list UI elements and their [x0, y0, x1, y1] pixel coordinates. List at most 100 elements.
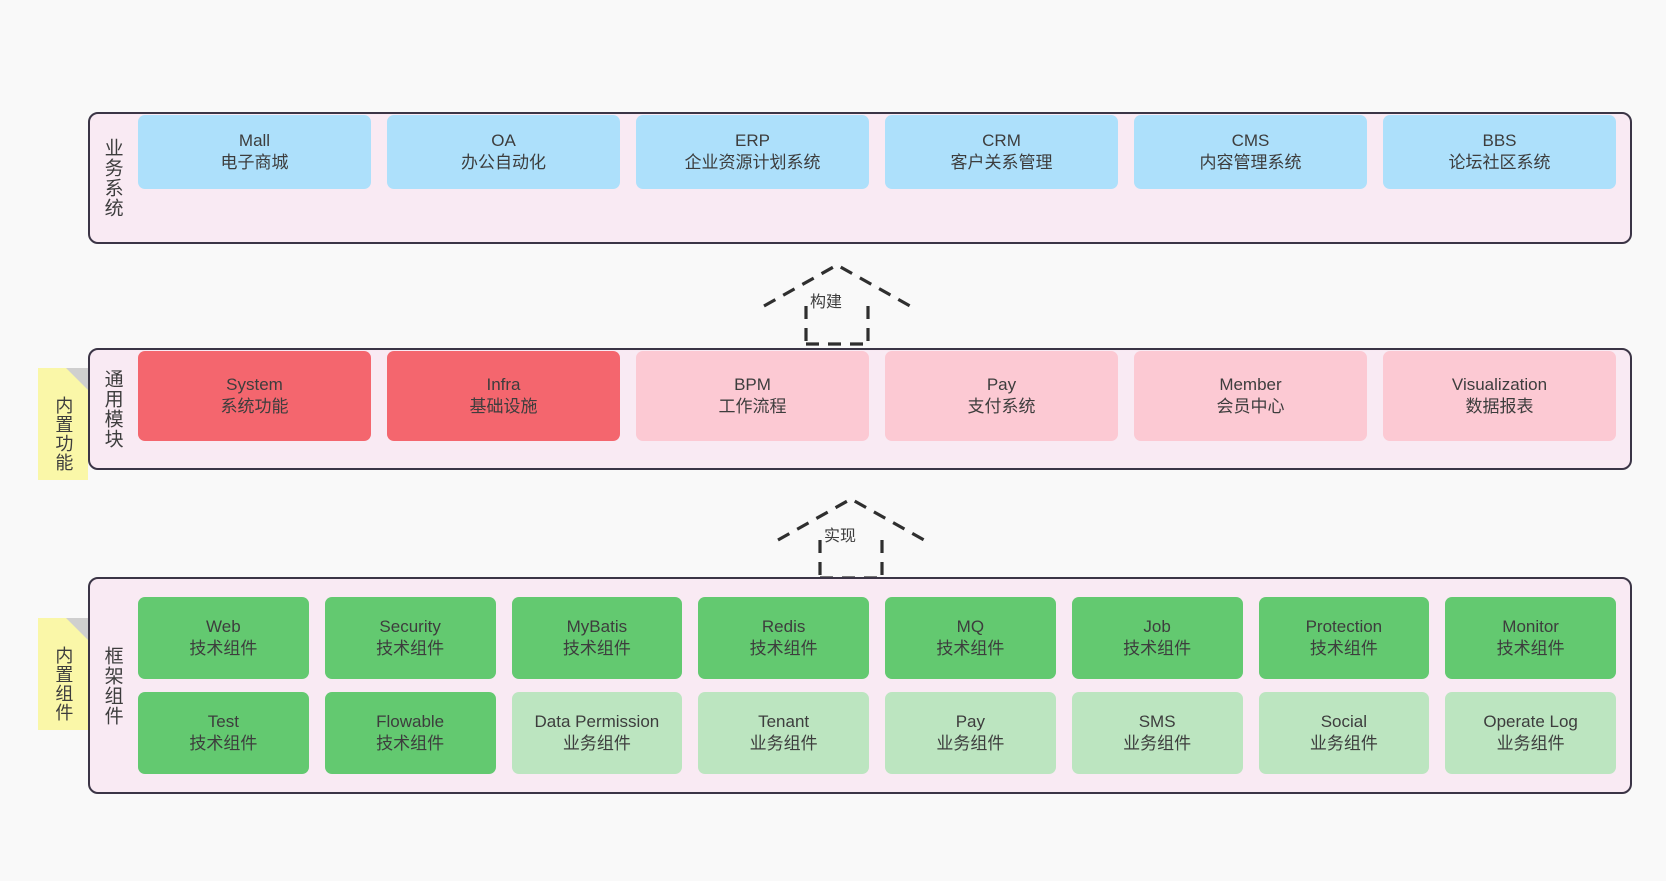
framework-cell-job[interactable]: Job 技术组件: [1071, 597, 1243, 679]
framework-cell-tenant[interactable]: Tenant 业务组件: [698, 692, 869, 774]
note-builtin-function: 内置功能: [38, 368, 88, 480]
note-fold-icon: [66, 368, 88, 390]
cell-title-en: SMS: [1138, 712, 1176, 732]
cell-title-en: Data Permission: [534, 712, 660, 732]
cell-title-cn: 业务组件: [562, 734, 631, 753]
connector-build-arrowhead: [763, 263, 911, 308]
cell-title-cn: 电子商城: [220, 153, 289, 172]
cell-title-en: CMS: [1231, 131, 1270, 151]
cell-title-cn: 技术组件: [1123, 639, 1192, 658]
cell-title-cn: 数据报表: [1465, 397, 1534, 416]
cell-title-en: BBS: [1482, 131, 1517, 151]
connector-implement-stem: [818, 540, 884, 580]
framework-cell-pay[interactable]: Pay 业务组件: [885, 692, 1056, 774]
cell-title-en: Pay: [955, 712, 986, 732]
cell-title-en: System: [226, 375, 283, 395]
common-cell-pay[interactable]: Pay 支付系统: [885, 351, 1118, 441]
cell-title-en: Mall: [238, 131, 271, 151]
cell-title-en: Web: [206, 617, 241, 637]
cell-title-en: OA: [491, 131, 516, 151]
business-cell-erp[interactable]: ERP 企业资源计划系统: [636, 115, 869, 189]
cell-title-cn: 系统功能: [220, 397, 289, 416]
connector-implement: 实现: [776, 496, 926, 580]
note-builtin-component: 内置组件: [38, 618, 88, 730]
cell-title-cn: 业务组件: [936, 734, 1005, 753]
cell-title-cn: 技术组件: [376, 734, 445, 753]
common-cell-infra[interactable]: Infra 基础设施: [387, 351, 620, 441]
cell-title-en: Flowable: [376, 712, 445, 732]
cell-title-en: Pay: [986, 375, 1017, 395]
cell-title-cn: 论坛社区系统: [1448, 153, 1551, 172]
framework-cell-monitor[interactable]: Monitor 技术组件: [1445, 597, 1616, 679]
connector-build-stem: [804, 306, 870, 346]
cell-title-en: ERP: [735, 131, 770, 151]
business-cell-mall[interactable]: Mall 电子商城: [138, 115, 371, 189]
framework-cell-test[interactable]: Test 技术组件: [138, 692, 309, 774]
cell-title-cn: 工作流程: [718, 397, 787, 416]
cell-title-cn: 业务组件: [749, 734, 818, 753]
cell-title-en: Test: [207, 712, 239, 732]
cell-title-en: Security: [379, 617, 441, 637]
framework-cell-mq[interactable]: MQ 技术组件: [885, 597, 1056, 679]
cell-title-en: Tenant: [758, 712, 810, 732]
framework-cell-social[interactable]: Social 业务组件: [1258, 692, 1430, 774]
cell-title-cn: 业务组件: [1496, 734, 1565, 753]
cell-title-cn: 技术组件: [749, 639, 818, 658]
cell-title-cn: 支付系统: [967, 397, 1036, 416]
cell-title-cn: 技术组件: [189, 734, 258, 753]
cell-title-en: Infra: [486, 375, 521, 395]
framework-cell-security[interactable]: Security 技术组件: [324, 597, 496, 679]
cell-title-cn: 业务组件: [1123, 734, 1192, 753]
cell-title-cn: 业务组件: [1309, 734, 1378, 753]
cell-title-en: MQ: [956, 617, 985, 637]
cell-title-en: MyBatis: [566, 617, 628, 637]
cell-title-en: Monitor: [1502, 617, 1559, 637]
cell-title-en: Social: [1320, 712, 1368, 732]
framework-cell-data-permission[interactable]: Data Permission 业务组件: [511, 692, 683, 774]
common-cell-system[interactable]: System 系统功能: [138, 351, 371, 441]
note-builtin-function-label: 内置功能: [53, 396, 74, 472]
cell-title-cn: 技术组件: [562, 639, 631, 658]
cell-title-en: Visualization: [1451, 375, 1548, 395]
layer-framework-title: 框架组件: [101, 645, 123, 726]
layer-business-title: 业务系统: [101, 138, 123, 218]
cell-title-cn: 技术组件: [936, 639, 1005, 658]
common-cell-visualization[interactable]: Visualization 数据报表: [1383, 351, 1616, 441]
cell-title-cn: 技术组件: [1496, 639, 1565, 658]
framework-cell-sms[interactable]: SMS 业务组件: [1071, 692, 1243, 774]
note-builtin-component-label: 内置组件: [53, 646, 74, 722]
connector-build-label: 构建: [808, 288, 845, 312]
cell-title-cn: 基础设施: [469, 397, 538, 416]
framework-cell-operate-log[interactable]: Operate Log 业务组件: [1445, 692, 1616, 774]
framework-cell-mybatis[interactable]: MyBatis 技术组件: [511, 597, 683, 679]
note-fold-icon: [66, 618, 88, 640]
framework-cell-flowable[interactable]: Flowable 技术组件: [324, 692, 496, 774]
cell-title-en: Operate Log: [1483, 712, 1578, 732]
cell-title-cn: 企业资源计划系统: [684, 153, 821, 172]
cell-title-en: Protection: [1305, 617, 1383, 637]
cell-title-cn: 技术组件: [376, 639, 445, 658]
business-cell-bbs[interactable]: BBS 论坛社区系统: [1383, 115, 1616, 189]
cell-title-en: Job: [1143, 617, 1171, 637]
cell-title-en: Member: [1219, 375, 1282, 395]
cell-title-en: CRM: [982, 131, 1021, 151]
